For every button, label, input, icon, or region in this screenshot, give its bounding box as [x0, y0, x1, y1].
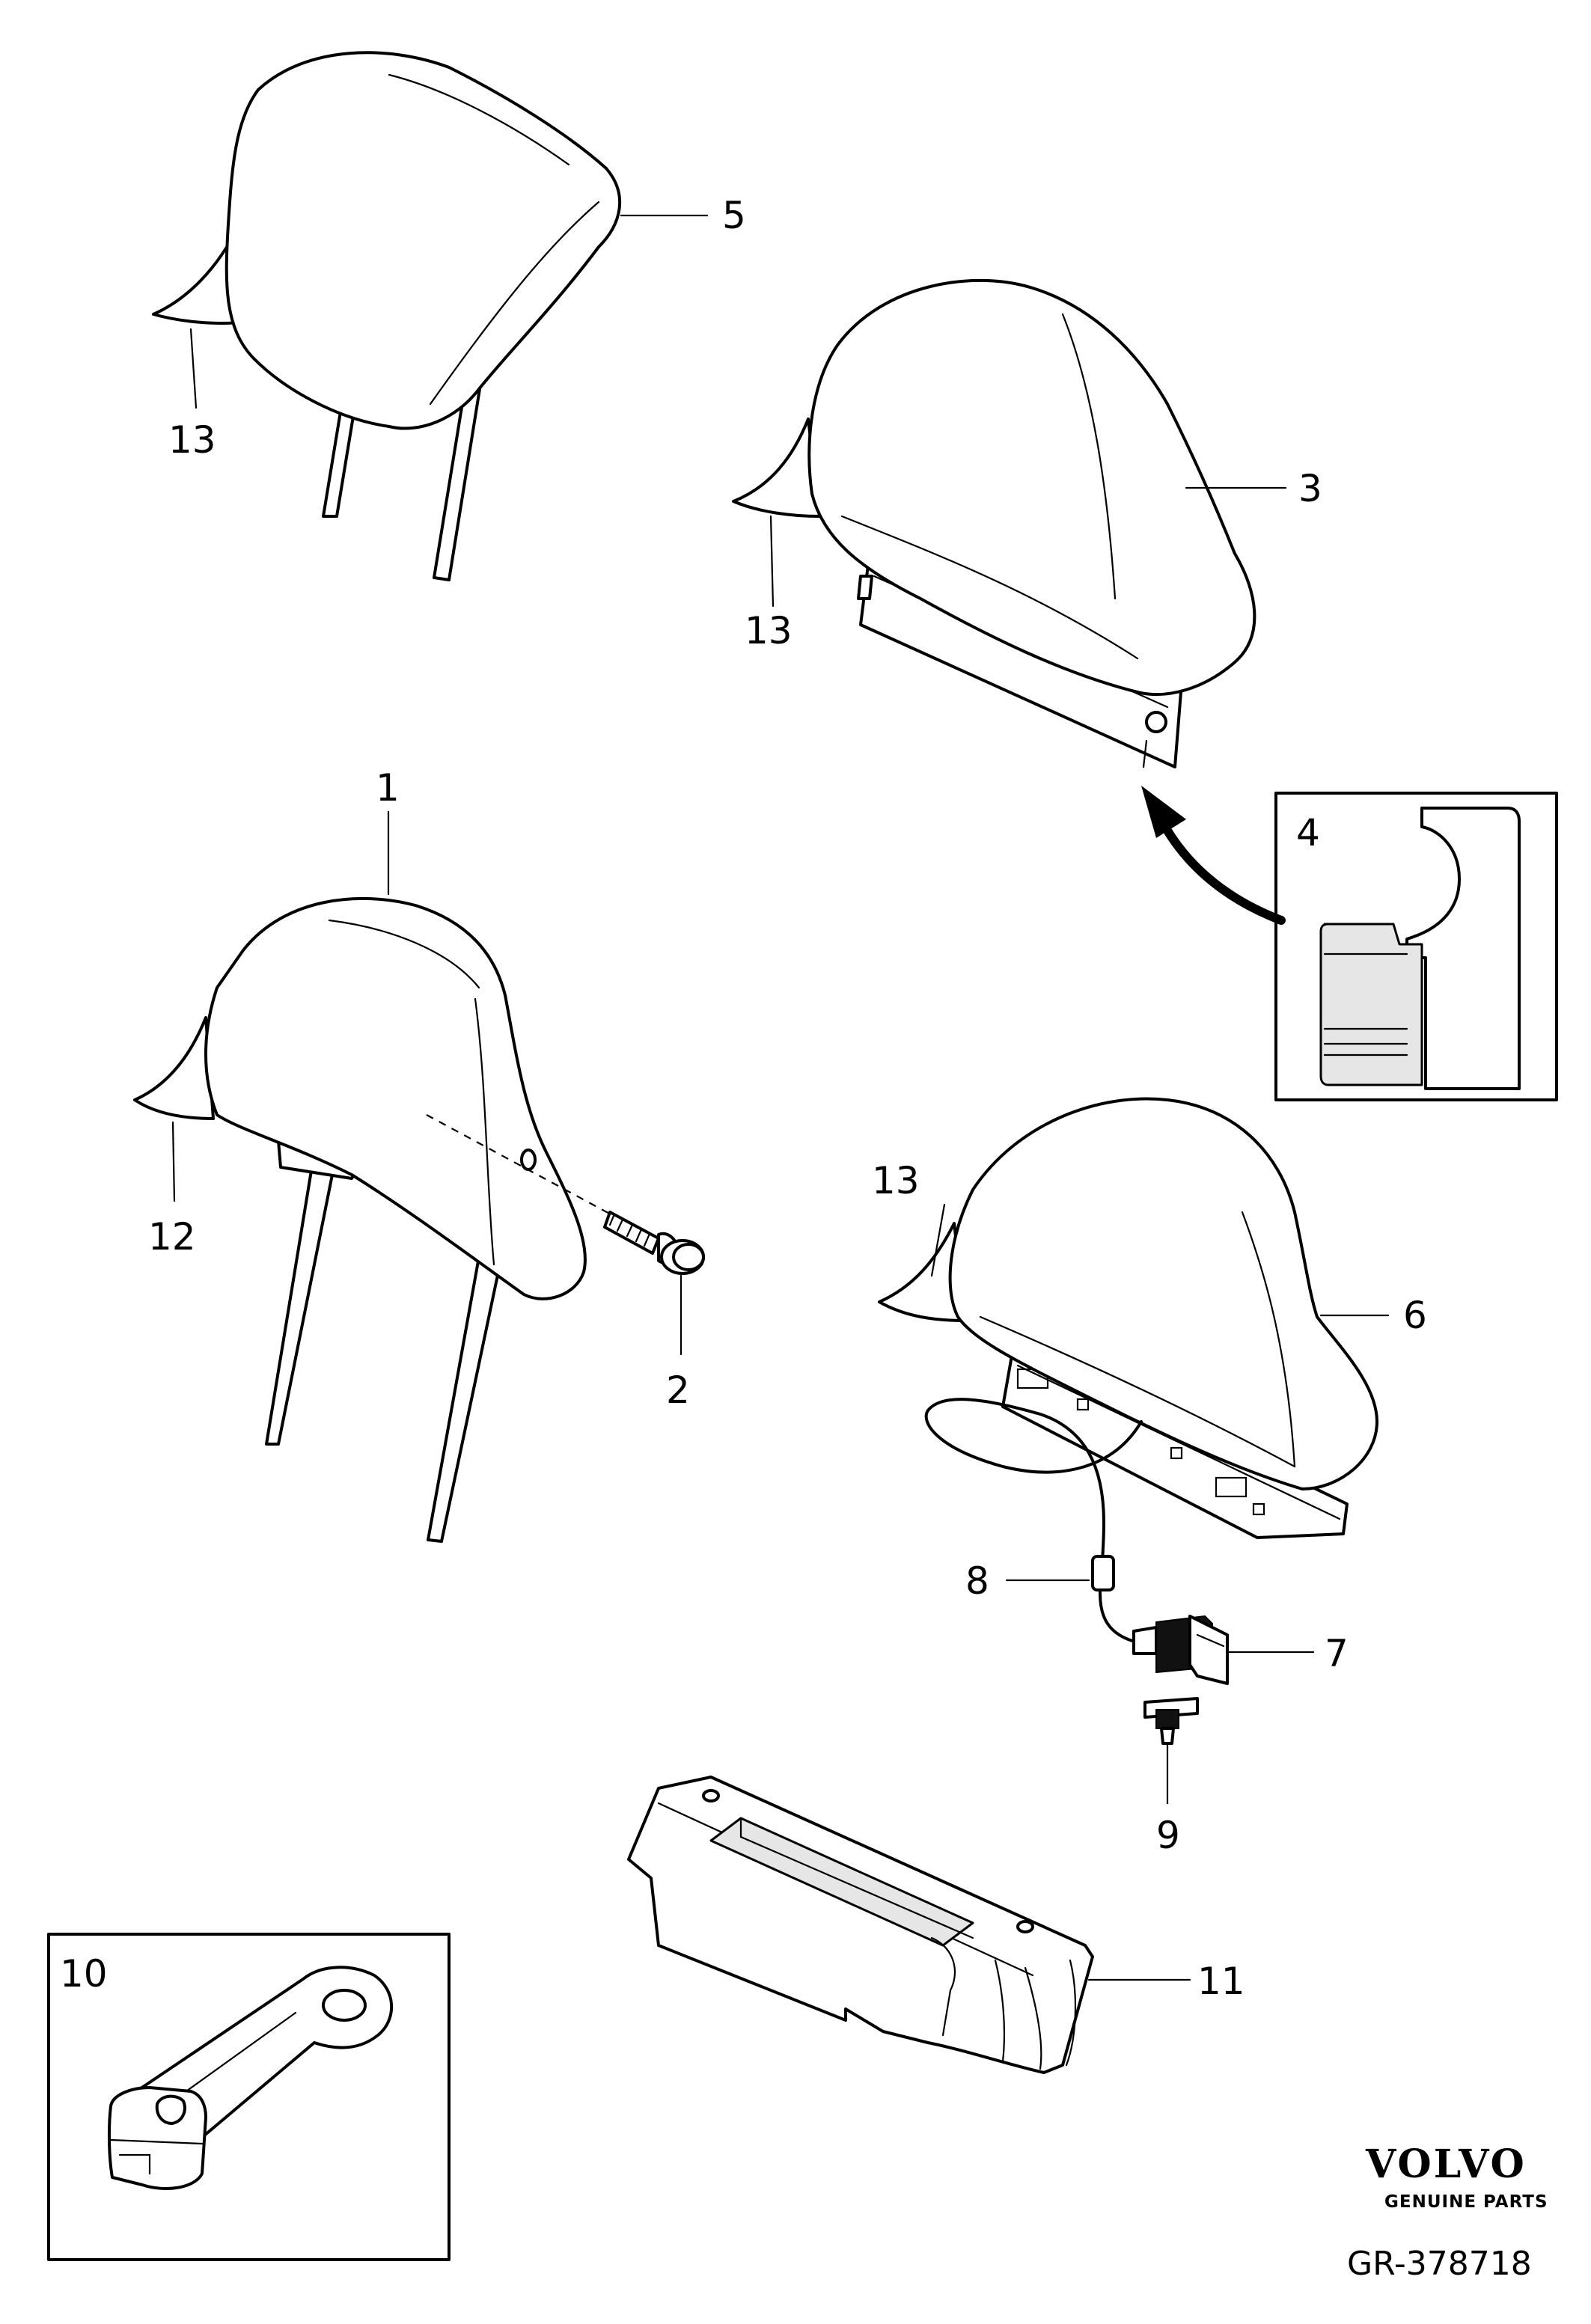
callout-4: 4 — [1296, 811, 1320, 854]
module-part-11 — [627, 1776, 1094, 2074]
callout-1: 1 — [376, 766, 400, 810]
detail-box-4 — [1274, 792, 1558, 1101]
callout-13c: 13 — [872, 1159, 920, 1202]
callout-2: 2 — [666, 1369, 690, 1412]
screw-part-2 — [603, 1211, 705, 1275]
headrest-part-1 — [133, 896, 587, 1543]
headrest-part-3 — [732, 278, 1256, 768]
volvo-logo: VOLVO GENUINE PARTS — [1365, 2141, 1548, 2212]
callout-13b: 13 — [745, 609, 793, 652]
callout-3: 3 — [1298, 467, 1322, 510]
diagram-reference: GR-378718 — [1347, 2245, 1532, 2283]
callout-8: 8 — [965, 1559, 989, 1603]
callout-12: 12 — [148, 1215, 196, 1259]
arrow-indicator — [1163, 826, 1286, 925]
brand-name: VOLVO — [1365, 2141, 1527, 2187]
callout-7: 7 — [1325, 1632, 1349, 1675]
arrow-head — [1141, 786, 1186, 838]
callout-11: 11 — [1197, 1960, 1245, 2003]
headrest-part-5 — [152, 51, 622, 581]
callout-13a: 13 — [168, 418, 216, 462]
brand-tagline: GENUINE PARTS — [1384, 2192, 1548, 2212]
connector-part-7 — [1132, 1615, 1229, 1685]
callout-10: 10 — [60, 1952, 108, 1996]
headrest-part-6 — [878, 1097, 1378, 1644]
detail-box-10 — [47, 1933, 451, 2261]
clip-part-9 — [1143, 1697, 1199, 1745]
callout-6: 6 — [1403, 1294, 1427, 1337]
callout-9: 9 — [1156, 1814, 1180, 1857]
callout-5: 5 — [722, 194, 746, 237]
